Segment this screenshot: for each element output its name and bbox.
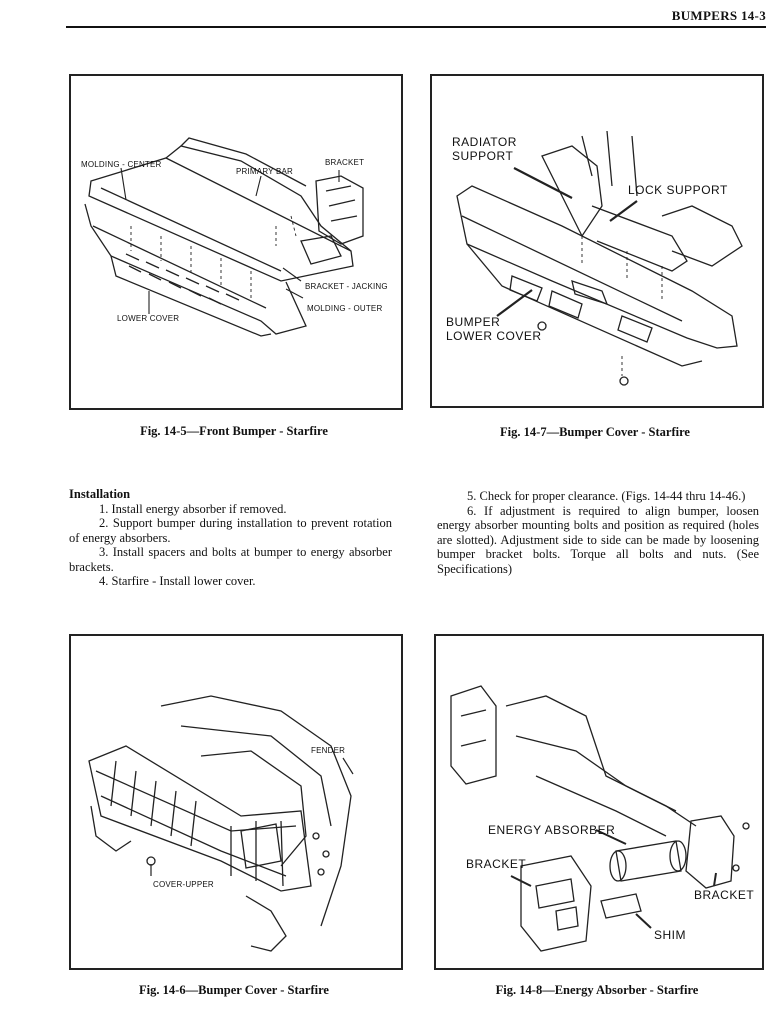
label-primary-bar: PRIMARY BAR — [236, 167, 294, 176]
label-radiator: RADIATOR — [452, 135, 517, 149]
figure-14-8: ENERGY ABSORBER BRACKET BRACKET SHIM — [434, 634, 764, 970]
front-bumper-illustration — [84, 137, 364, 337]
caption-fig-14-7: Fig. 14-7—Bumper Cover - Starfire — [500, 425, 690, 439]
installation-heading: Installation — [69, 487, 131, 501]
label-bracket-left: BRACKET — [466, 857, 527, 871]
caption-fig-14-6: Fig. 14-6—Bumper Cover - Starfire — [139, 983, 329, 997]
label-cover-upper: COVER-UPPER — [153, 880, 214, 889]
figure-14-5: MOLDING - CENTER PRIMARY BAR BRACKET BRA… — [69, 74, 403, 410]
label-bracket: BRACKET — [325, 158, 365, 167]
step-5: 5. Check for proper clearance. (Figs. 14… — [467, 489, 746, 503]
label-lower-cover: LOWER COVER — [446, 329, 542, 343]
header-rule — [66, 26, 766, 28]
caption-fig-14-8: Fig. 14-8—Energy Absorber - Starfire — [495, 983, 699, 997]
label-lower-cover: LOWER COVER — [117, 314, 180, 323]
label-molding-center: MOLDING - CENTER — [81, 160, 162, 169]
figure-14-7: RADIATOR SUPPORT LOCK SUPPORT BUMPER LOW… — [430, 74, 764, 408]
installation-step-3: 3. Install spacers and bolts at bumper t… — [69, 545, 392, 574]
bumper-cover-illustration — [456, 130, 743, 386]
label-lock-support: LOCK SUPPORT — [628, 183, 728, 197]
label-energy-absorber: ENERGY ABSORBER — [488, 823, 616, 837]
label-bracket-jacking: BRACKET - JACKING — [305, 282, 388, 291]
installation-step-2: 2. Support bumper during installation to… — [69, 516, 392, 545]
page-header: BUMPERS 14-3 — [671, 8, 766, 23]
installation-step-1: 1. Install energy absorber if removed. — [99, 501, 287, 516]
label-molding-outer: MOLDING - OUTER — [307, 304, 383, 313]
installation-step-4: 4. Starfire - Install lower cover. — [99, 574, 256, 588]
adjustment-section: 5. Check for proper clearance. (Figs. 14… — [437, 489, 759, 576]
label-fender: FENDER — [311, 746, 346, 755]
step-6: 6. If adjustment is required to align bu… — [437, 503, 759, 576]
caption-fig-14-5: Fig. 14-5—Front Bumper - Starfire — [140, 424, 328, 438]
upper-cover-illustration — [88, 695, 354, 952]
energy-absorber-illustration — [450, 685, 750, 952]
label-support: SUPPORT — [452, 149, 514, 163]
label-bracket-right: BRACKET — [694, 888, 755, 902]
label-shim: SHIM — [654, 928, 686, 942]
installation-section: Installation 1. Install energy absorber … — [69, 487, 392, 589]
figure-14-6: FENDER COVER-UPPER — [69, 634, 403, 970]
label-bumper: BUMPER — [446, 315, 501, 329]
